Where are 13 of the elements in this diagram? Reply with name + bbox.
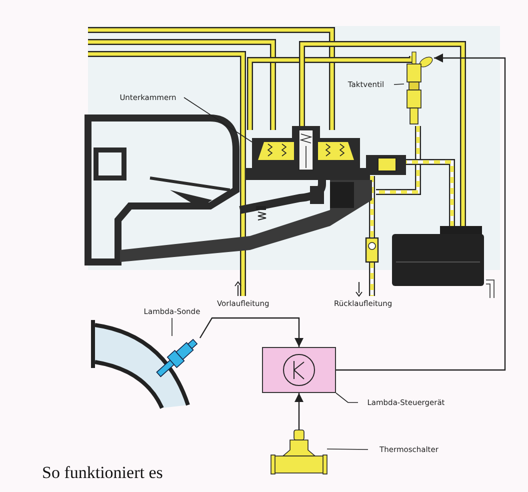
signal-arrow bbox=[294, 393, 304, 430]
lambda-probe-drawing bbox=[156, 336, 200, 378]
leader-line bbox=[394, 84, 404, 85]
section-heading: So funktioniert es bbox=[42, 462, 163, 484]
leader-line bbox=[184, 97, 252, 142]
leader-line bbox=[336, 392, 358, 403]
thermo-switch-drawing bbox=[271, 430, 327, 476]
signal-arrow bbox=[336, 54, 506, 371]
signal-arrow bbox=[199, 317, 304, 347]
leader-line bbox=[326, 448, 368, 450]
control-unit-box bbox=[262, 347, 336, 393]
clock-valve-drawing bbox=[404, 52, 434, 126]
sub-chamber-drawing bbox=[252, 126, 360, 170]
